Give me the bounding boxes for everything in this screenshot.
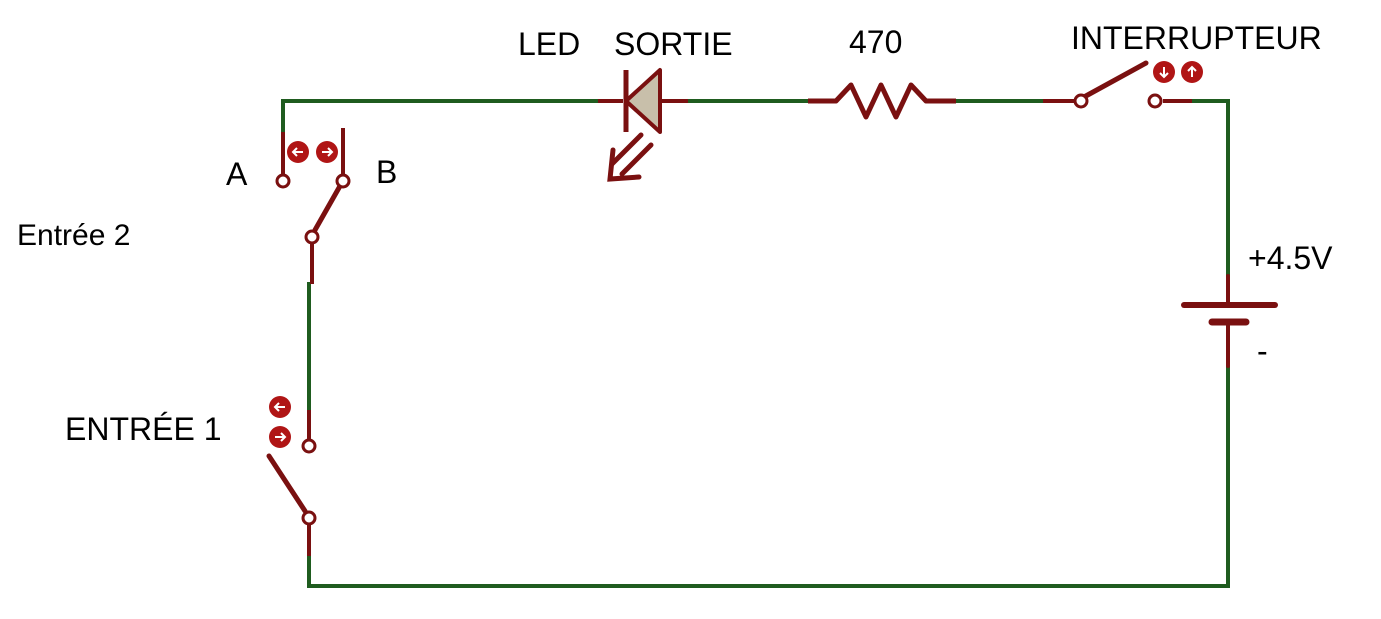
- led-symbol: [598, 68, 688, 182]
- battery-symbol: [1181, 274, 1278, 368]
- entree1-right-button[interactable]: [268, 425, 292, 449]
- entree2-switch[interactable]: [275, 128, 351, 284]
- resistor-symbol: [808, 82, 956, 120]
- entree1-label: ENTRÉE 1: [65, 411, 222, 447]
- wires: [281, 99, 1230, 588]
- wire-right-bottom: [307, 364, 1230, 588]
- wire-right-top: [1190, 99, 1230, 278]
- sortie-label: SORTIE: [614, 26, 733, 62]
- led-label: LED: [518, 26, 581, 62]
- entree1-left-button[interactable]: [268, 395, 292, 419]
- voltage-plus-label: +4.5V: [1248, 240, 1333, 276]
- entree2-left-button[interactable]: [286, 140, 310, 164]
- entree2-label: Entrée 2: [17, 219, 131, 252]
- entree1-switch[interactable]: [266, 395, 317, 556]
- switch-down-button[interactable]: [1152, 60, 1176, 84]
- contact-a-label: A: [226, 156, 248, 192]
- switch-up-button[interactable]: [1180, 60, 1204, 84]
- resistor-value-label: 470: [849, 24, 903, 60]
- contact-b-label: B: [376, 154, 398, 190]
- light-emission-arrow-icon: [607, 132, 654, 182]
- entree2-right-button[interactable]: [315, 140, 339, 164]
- interrupteur-switch[interactable]: [1043, 60, 1204, 109]
- interrupteur-label: INTERRUPTEUR: [1071, 20, 1322, 56]
- voltage-minus-label: -: [1257, 333, 1268, 369]
